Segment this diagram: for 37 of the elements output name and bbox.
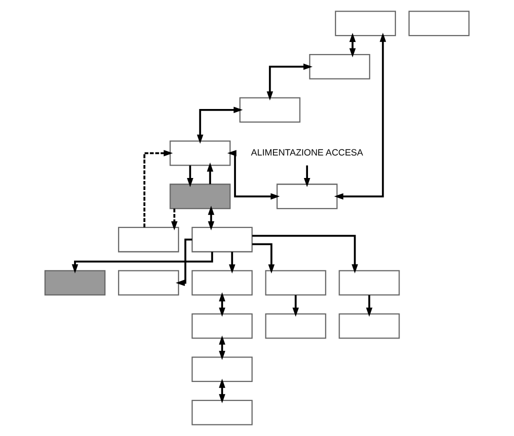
node-box	[408, 10, 470, 36]
node-box	[192, 270, 253, 296]
node-box	[170, 140, 231, 166]
arrow	[266, 64, 313, 101]
arrow	[252, 243, 275, 274]
node-box	[192, 356, 253, 382]
node-box	[44, 270, 106, 296]
arrow	[186, 165, 194, 188]
node-box	[239, 97, 300, 123]
node-box	[118, 270, 180, 296]
arrow	[334, 32, 386, 200]
node-box	[192, 400, 253, 426]
node-box	[338, 270, 400, 296]
node-box	[265, 313, 326, 339]
arrow	[304, 165, 310, 188]
node-box	[265, 270, 326, 296]
arrow	[143, 150, 173, 228]
node-box	[338, 313, 400, 339]
arrow	[176, 238, 192, 286]
node-box	[192, 226, 253, 252]
arrow	[206, 162, 214, 184]
arrow	[228, 252, 236, 274]
node-box	[118, 226, 180, 252]
arrow	[171, 208, 178, 230]
arrow	[366, 295, 372, 317]
arrow	[252, 234, 358, 274]
arrow	[227, 150, 280, 200]
arrow	[349, 32, 356, 58]
node-text: ALIMENTAZIONE ACCESA	[251, 148, 364, 158]
node-box	[334, 10, 396, 36]
arrow	[72, 252, 214, 274]
node-box	[170, 184, 231, 210]
node-box	[192, 313, 253, 339]
node-box	[276, 184, 338, 210]
arrow	[292, 295, 299, 317]
node-box	[309, 54, 370, 80]
arrow	[196, 106, 243, 144]
